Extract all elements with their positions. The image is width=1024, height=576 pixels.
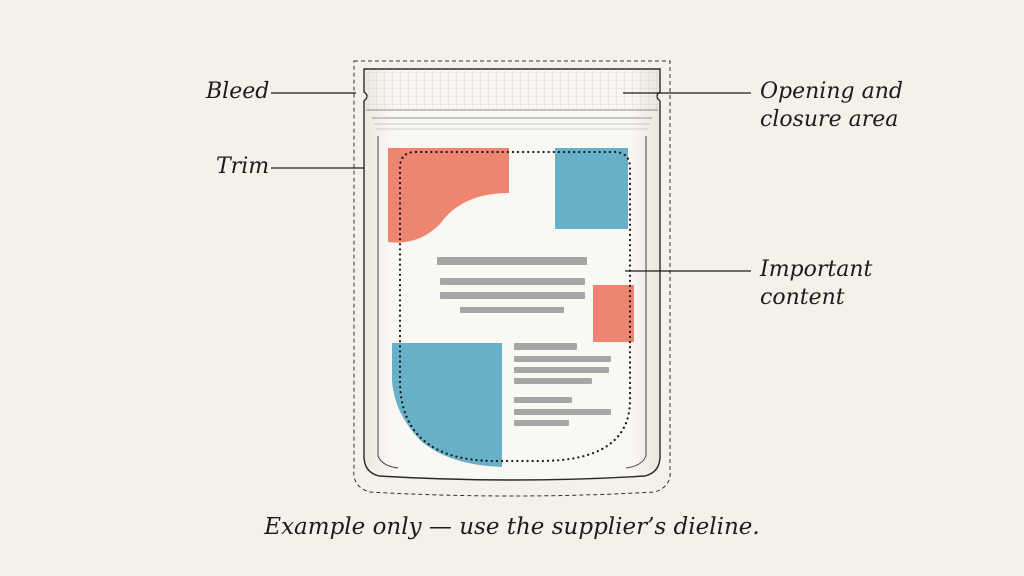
safe-area-outline [398,150,632,463]
label-important-content: Important content [760,257,873,310]
label-trim: Trim [216,154,270,179]
text-lines-right [514,343,611,426]
coral-block-top-left [388,148,509,243]
coral-block-right [593,285,634,342]
bleed-outline [353,60,671,497]
closure-area-grid [364,69,660,110]
caption: Example only — use the supplier’s dielin… [264,514,760,540]
label-opening-closure: Opening and closure area [760,79,903,132]
text-lines-center [437,257,587,313]
label-bleed: Bleed [206,79,270,104]
teal-block-top-right [555,148,628,229]
teal-block-bottom-left [392,343,502,467]
